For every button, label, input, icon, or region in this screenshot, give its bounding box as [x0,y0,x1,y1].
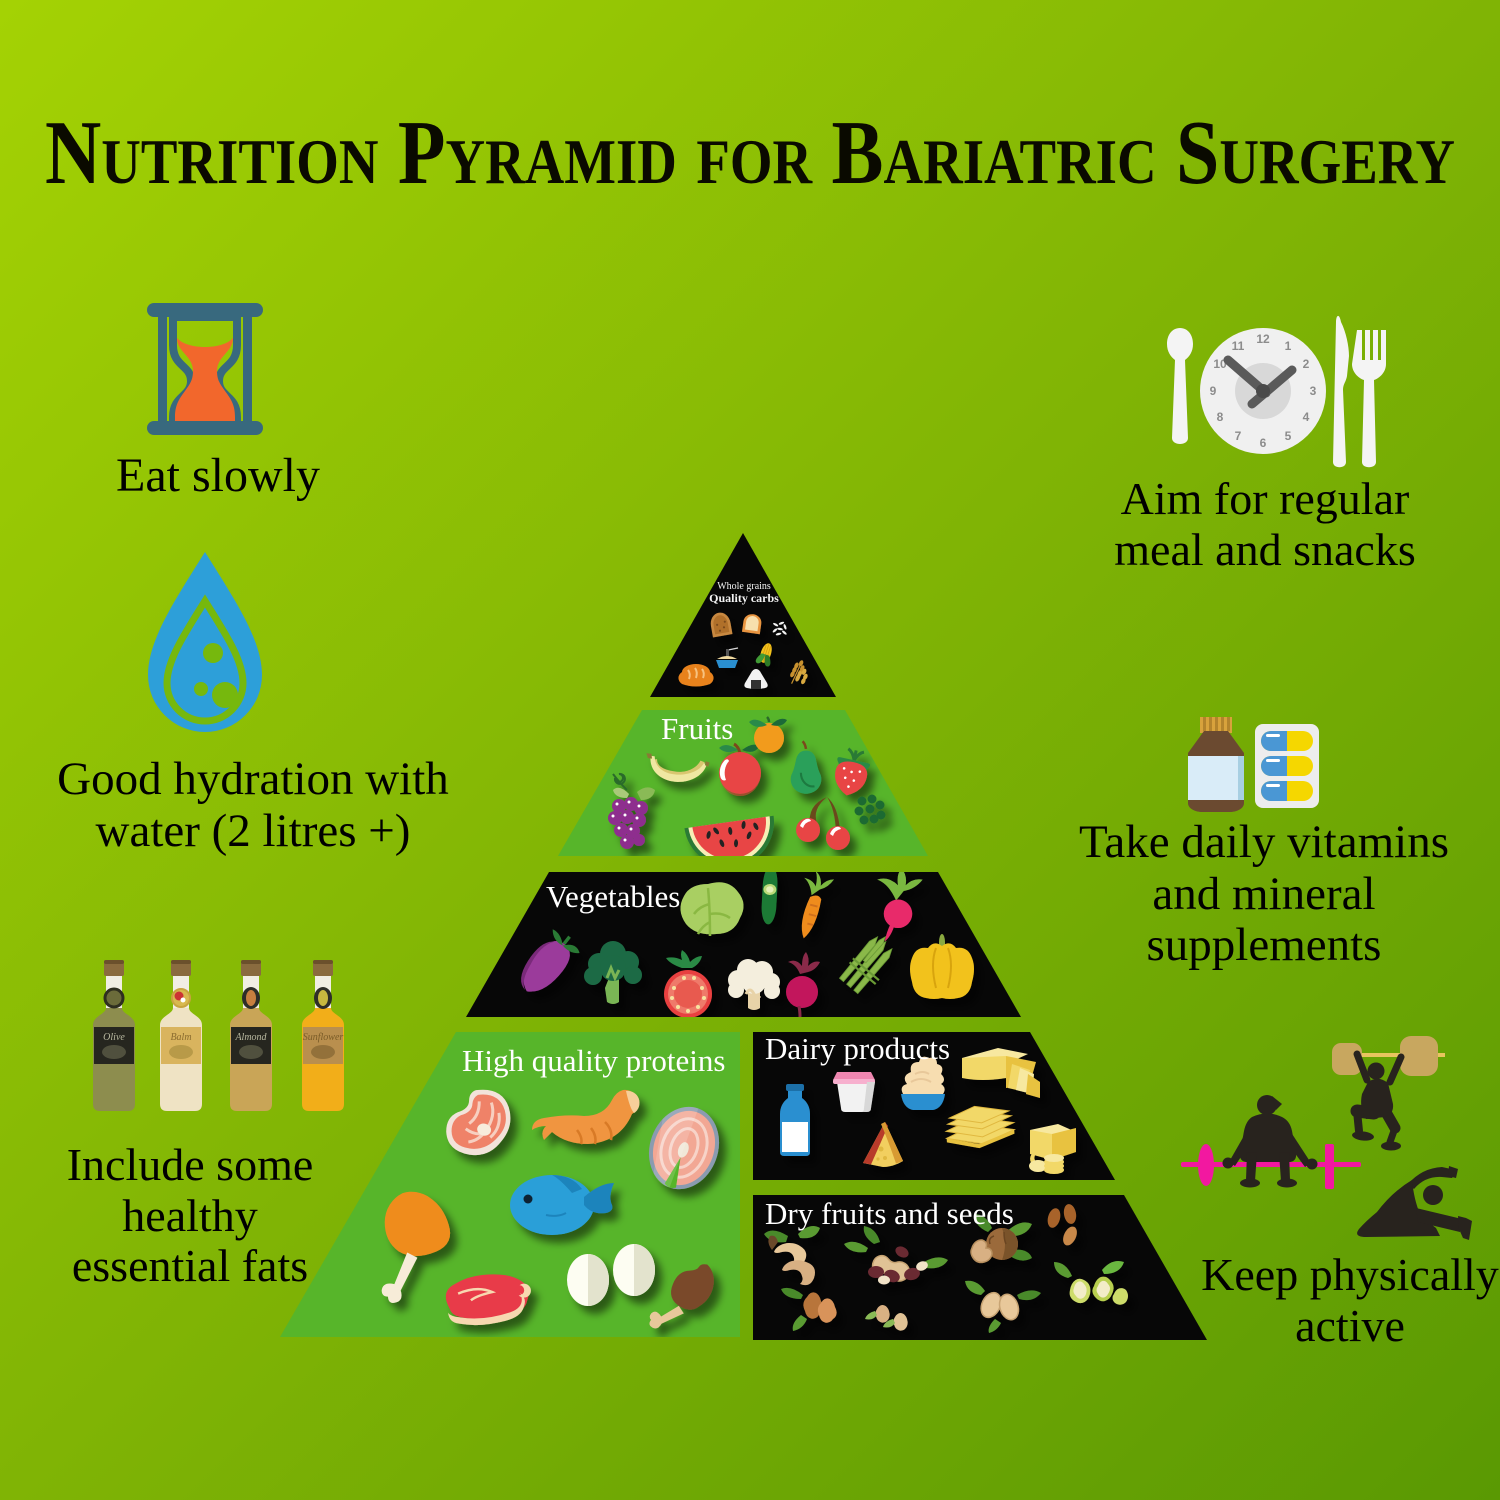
svg-text:5: 5 [1285,429,1292,443]
svg-text:3: 3 [1310,384,1317,398]
svg-text:Almond: Almond [234,1032,267,1043]
svg-text:Quality carbs: Quality carbs [709,591,779,605]
svg-text:Olive: Olive [103,1032,125,1043]
svg-text:11: 11 [1232,339,1245,353]
svg-text:7: 7 [1235,429,1242,443]
svg-text:12: 12 [1256,332,1270,346]
svg-text:Whole grains: Whole grains [717,581,771,592]
svg-text:4: 4 [1303,410,1310,424]
svg-text:9: 9 [1210,384,1217,398]
svg-text:Fruits: Fruits [661,711,733,746]
svg-text:Balm: Balm [170,1032,191,1043]
svg-text:Dry fruits and seeds: Dry fruits and seeds [765,1196,1014,1231]
svg-text:Sunflower: Sunflower [303,1032,344,1043]
svg-text:Vegetables: Vegetables [546,879,680,914]
svg-text:High quality proteins: High quality proteins [462,1043,725,1078]
svg-text:1: 1 [1285,339,1292,353]
svg-text:Nutrition Pyramid for Bariatri: Nutrition Pyramid for Bariatric Surgery [45,102,1455,203]
svg-text:Dairy products: Dairy products [765,1031,950,1066]
svg-text:2: 2 [1303,357,1310,371]
svg-text:8: 8 [1217,410,1224,424]
svg-text:6: 6 [1260,436,1267,450]
